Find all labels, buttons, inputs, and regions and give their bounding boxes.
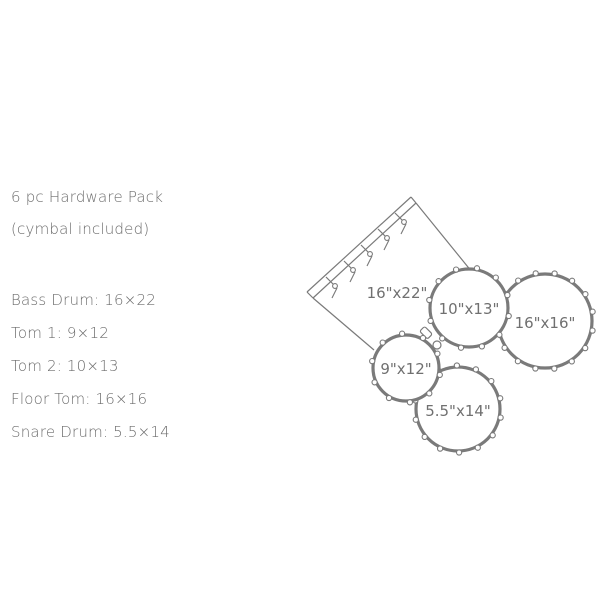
bass-drum-rod: [360, 244, 370, 254]
snare-drum-label: 5.5"x14": [425, 402, 491, 420]
floor-tom-lug: [551, 365, 558, 372]
tom-1-label: 9"x12": [380, 360, 431, 378]
hardware-pack-title: 6 pc Hardware Pack: [11, 188, 164, 206]
floor-tom-lug: [515, 277, 522, 284]
bass-drum-claw: [383, 239, 390, 251]
snare-drum-lug: [421, 433, 428, 441]
floor-tom-lug: [568, 358, 575, 365]
tom-2-lug: [492, 274, 499, 281]
bass-drum-lug: [332, 283, 338, 289]
snare-drum-lug: [474, 444, 481, 451]
tom-1-lug: [436, 371, 443, 379]
floor-tom-lug: [582, 291, 589, 298]
tom-2: [426, 265, 512, 351]
tom-1-lug: [426, 390, 433, 397]
spec-floor-tom: Floor Tom: 16×16: [11, 390, 148, 408]
hardware-pack-note: (cymbal included): [11, 220, 150, 238]
spec-snare-drum: Snare Drum: 5.5×14: [11, 423, 170, 441]
bass-drum-lug: [384, 235, 390, 241]
snare-drum-lug: [497, 414, 504, 421]
bass-drum-rod: [343, 260, 353, 270]
bass-drum-claw: [400, 223, 407, 235]
tom-1-lug: [398, 330, 406, 337]
bass-drum-claw: [331, 287, 338, 299]
spec-bass-drum: Bass Drum: 16×22: [11, 291, 157, 309]
bass-drum-lug: [367, 251, 373, 257]
bass-drum-claw: [366, 255, 373, 267]
floor-tom-lug: [582, 344, 589, 352]
bass-drum-lug: [401, 219, 407, 225]
tom-2-lug: [505, 312, 512, 320]
tom-1-lug: [369, 357, 376, 365]
tom-2-lug: [427, 317, 434, 325]
bass-drum-rod: [394, 212, 404, 222]
floor-tom-lug: [501, 344, 508, 351]
tom-1-lug: [371, 379, 378, 386]
tom-2-label: 10"x13": [439, 300, 500, 318]
tom-2-lug: [496, 331, 503, 338]
floor-tom-lug: [589, 327, 596, 334]
snare-drum-lug: [472, 366, 480, 373]
tom-1-lug: [385, 394, 393, 402]
snare-drum-lug: [489, 432, 496, 439]
tom-1-lug: [419, 334, 427, 342]
tom-1-lug: [379, 339, 386, 346]
snare-drum-lug: [412, 416, 419, 423]
spec-tom-1: Tom 1: 9×12: [11, 324, 109, 342]
snare-drum-lug: [497, 395, 504, 402]
bass-drum: [306, 196, 473, 351]
floor-tom-lug: [514, 358, 522, 365]
tom-1-lug: [434, 350, 441, 357]
floor-tom-lug: [568, 277, 576, 284]
tom-2-lug: [452, 266, 460, 273]
tom-1-lug: [406, 399, 414, 406]
tom-2-lug: [435, 278, 442, 285]
bass-drum-rod: [377, 228, 387, 238]
snare-drum-lug: [455, 449, 463, 456]
snare-drum: [412, 362, 504, 456]
tom-2-lug: [457, 344, 465, 351]
bass-drum-label: 16"x22": [367, 284, 428, 302]
tom-2-lug: [439, 335, 446, 342]
tom-2-lug: [504, 291, 511, 299]
floor-tom-lug: [551, 270, 558, 277]
floor-tom-lug: [532, 270, 539, 277]
tom-2-lug: [473, 265, 481, 272]
tom-2-lug: [478, 343, 486, 350]
bass-drum-rod: [325, 276, 335, 286]
spec-tom-2: Tom 2: 10×13: [11, 357, 119, 375]
tom-2-lug: [426, 296, 433, 304]
tom-1: [369, 330, 443, 406]
snare-drum-lug: [453, 362, 461, 369]
bass-drum-claw: [349, 271, 356, 283]
floor-tom-lug: [589, 308, 596, 315]
snare-drum-lug: [436, 445, 444, 452]
snare-drum-lug: [488, 377, 495, 385]
floor-tom-lug: [532, 365, 539, 372]
bass-drum-lug: [350, 267, 356, 273]
floor-tom-label: 16"x16": [515, 314, 576, 332]
